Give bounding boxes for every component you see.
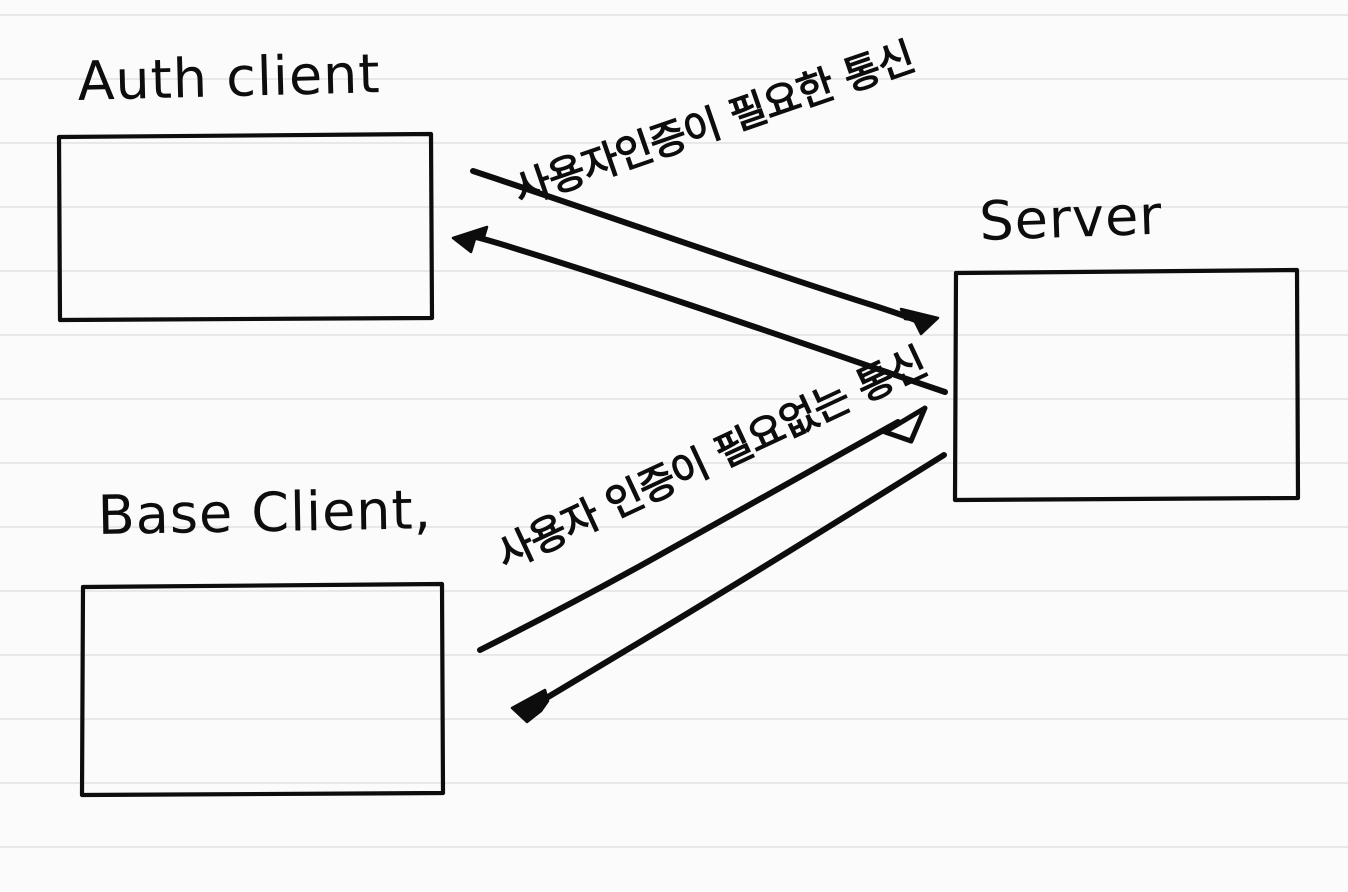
connection-label-auth-server: 사용자인증이 필요한 통신 — [508, 34, 920, 214]
connection-auth-server[interactable]: 사용자인증이 필요한 통신 — [451, 34, 948, 395]
server-label: Server — [978, 184, 1163, 253]
node-base-client[interactable]: Base Client, — [79, 478, 446, 798]
base-client-label: Base Client, — [97, 478, 432, 547]
auth-client-label: Auth client — [77, 42, 382, 113]
node-server[interactable]: Server — [952, 184, 1301, 503]
base-client-box[interactable] — [79, 581, 446, 798]
connection-label-base-server: 사용자 인증이 필요없는 통신 — [490, 339, 934, 579]
node-auth-client[interactable]: Auth client — [56, 42, 435, 323]
arrowhead-open-to-server — [882, 405, 928, 444]
auth-client-box[interactable] — [56, 131, 435, 323]
arrow-line-base-to-server[interactable] — [477, 419, 901, 653]
arrow-line-server-to-base[interactable] — [535, 452, 947, 706]
arrow-line-server-to-auth[interactable] — [469, 233, 948, 395]
connection-base-server[interactable]: 사용자 인증이 필요없는 통신 — [477, 339, 947, 724]
ruled-lines — [0, 14, 1348, 848]
arrowhead-right-to-server — [899, 307, 940, 336]
server-box[interactable] — [952, 267, 1301, 503]
arrow-line-auth-to-server[interactable] — [470, 168, 921, 324]
arrowhead-left-to-auth-client — [451, 225, 489, 254]
arrowhead-block-to-base-client — [510, 688, 550, 724]
